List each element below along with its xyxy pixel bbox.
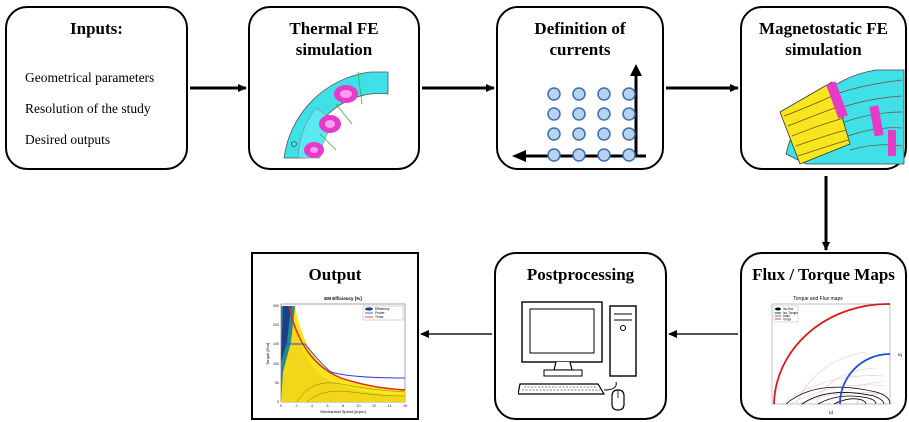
svg-text:16: 16 [403, 404, 407, 408]
currents-box: Definition of currents [496, 6, 664, 170]
thermal-fe-image [283, 71, 389, 159]
postprocessing-box: Postprocessing [494, 252, 667, 420]
inputs-item-resolution: Resolution of the study [25, 101, 151, 116]
magnetostatic-title-line1: Magnetostatic FE [759, 19, 888, 38]
maps-legend-imax: Imax [783, 314, 790, 318]
currents-title-line1: Definition of [534, 19, 626, 38]
output-box: Output EM Efficiency [%] Efficiency Powe… [251, 252, 419, 420]
magnetostatic-fe-box: Magnetostatic FE simulation [740, 6, 907, 170]
maps-plot-title: Torque and Flux maps [793, 296, 843, 302]
maps-legend-isoflux: Iso-flux [783, 307, 794, 311]
current-grid-diagram [512, 64, 646, 162]
thermal-title-line1: Thermal FE [289, 19, 379, 38]
svg-text:150: 150 [273, 342, 279, 346]
flux-torque-maps-box: Flux / Torque Maps Torque and Flux maps … [740, 252, 907, 420]
svg-text:6: 6 [327, 404, 329, 408]
postprocessing-title: Postprocessing [526, 265, 635, 284]
maps-xlabel: Id [829, 410, 833, 415]
svg-text:14: 14 [388, 404, 392, 408]
maps-legend-isotorque: Iso-Torque [783, 311, 798, 315]
svg-text:0: 0 [277, 400, 279, 404]
svg-text:250: 250 [273, 304, 279, 308]
svg-text:2: 2 [296, 404, 298, 408]
output-legend-tmax: Tmax [375, 315, 384, 319]
inputs-box: Inputs: Geometrical parameters Resolutio… [5, 6, 188, 170]
svg-text:0: 0 [280, 404, 282, 408]
svg-text:100: 100 [273, 362, 279, 366]
output-xlabel: Mechanical Speed [krpm] [320, 409, 365, 414]
svg-text:50: 50 [275, 381, 279, 385]
inputs-item-outputs: Desired outputs [25, 132, 111, 147]
maps-title: Flux / Torque Maps [752, 265, 895, 284]
output-ylabel: Torque [Nm] [265, 343, 270, 365]
efficiency-map-plot: EM Efficiency [%] Efficiency Power Tmax … [265, 296, 407, 414]
computer-icon [518, 301, 637, 411]
svg-text:4: 4 [311, 404, 313, 408]
output-title: Output [308, 265, 362, 284]
inputs-title: Inputs: [70, 19, 123, 38]
thermal-fe-box: Thermal FE simulation [248, 6, 420, 170]
inputs-item-geometry: Geometrical parameters [25, 70, 155, 85]
maps-legend-vmax: Vmax [783, 318, 792, 322]
maps-ylabel: Iq [898, 352, 902, 357]
output-legend-power: Power [375, 311, 385, 315]
svg-text:200: 200 [273, 323, 279, 327]
thermal-title-line2: simulation [295, 40, 373, 59]
svg-text:10: 10 [357, 404, 361, 408]
magnetostatic-title-line2: simulation [785, 40, 862, 59]
magnetostatic-fe-image [779, 69, 905, 165]
currents-title-line2: currents [549, 40, 611, 59]
output-plot-title: EM Efficiency [%] [324, 296, 362, 301]
svg-text:8: 8 [342, 404, 344, 408]
output-legend-efficiency: Efficiency [375, 307, 390, 311]
flux-torque-maps-plot: Torque and Flux maps Iso-flux Iso-Torque… [771, 296, 902, 415]
svg-text:12: 12 [372, 404, 376, 408]
